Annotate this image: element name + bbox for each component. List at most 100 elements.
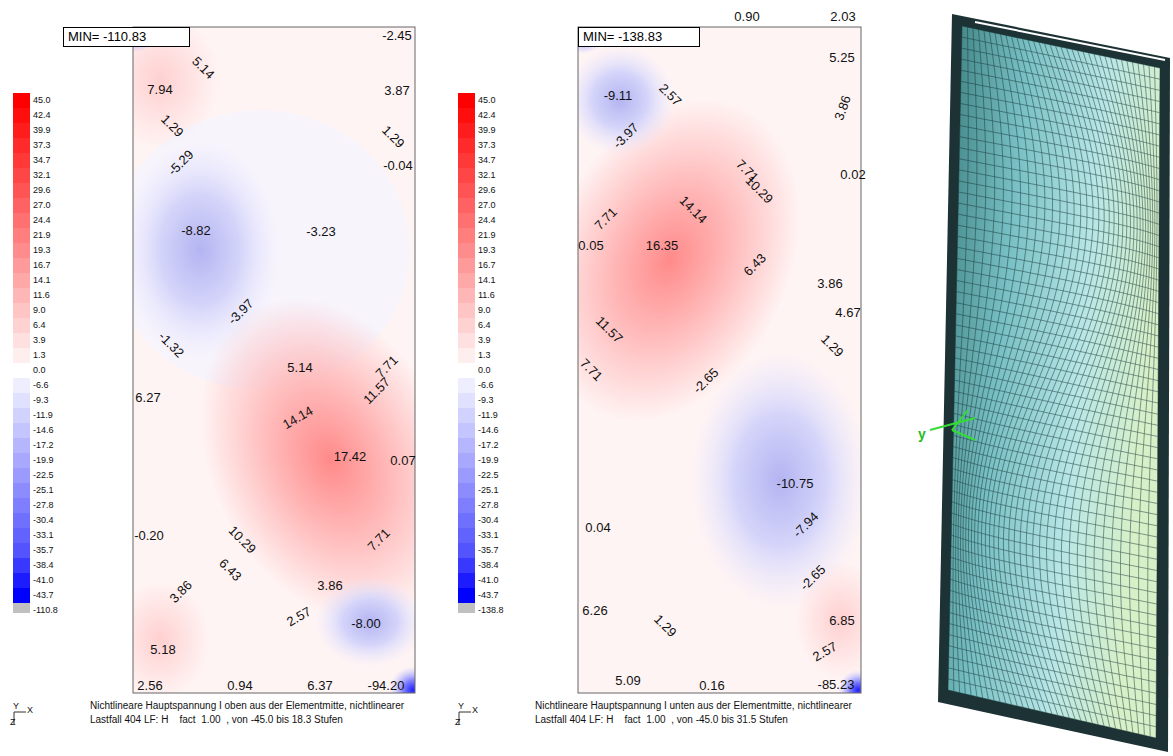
legend-swatch — [458, 558, 475, 573]
legend-value: 45.0 — [478, 95, 496, 105]
legend-value: -110.8 — [33, 605, 58, 615]
legend-value: 32.1 — [33, 170, 51, 180]
legend-swatch — [458, 483, 475, 498]
contour-value: 2.56 — [137, 679, 162, 693]
legend-value: 24.4 — [33, 215, 51, 225]
legend-value: 9.0 — [33, 305, 46, 315]
legend-value: 11.6 — [478, 290, 495, 300]
legend-swatch — [13, 108, 30, 123]
legend-swatch — [458, 303, 475, 318]
legend-value: 45.0 — [33, 95, 51, 105]
legend-swatch — [458, 498, 475, 513]
min-value-box: MIN= -138.83 — [578, 27, 700, 47]
legend-swatch — [13, 588, 30, 603]
legend-value: 34.7 — [478, 155, 496, 165]
legend-value: -17.2 — [478, 440, 499, 450]
legend-value: -11.9 — [33, 410, 53, 420]
contour-value: 17.42 — [334, 450, 367, 464]
legend-swatch — [13, 348, 30, 363]
contour-value: 2.03 — [830, 10, 855, 24]
legend-value: -27.8 — [33, 500, 54, 510]
legend-swatch — [458, 273, 475, 288]
deformed-slab — [930, 14, 1170, 752]
legend-value: -19.9 — [478, 455, 499, 465]
legend-swatch — [458, 123, 475, 138]
contour-value: -3.23 — [306, 225, 336, 239]
contour-value: 0.02 — [840, 168, 865, 182]
legend-value: 37.3 — [33, 140, 51, 150]
legend-value: 16.7 — [33, 260, 51, 270]
legend-swatch — [13, 378, 30, 393]
legend-value: -22.5 — [478, 470, 499, 480]
legend-swatch — [13, 183, 30, 198]
contour-value: -8.00 — [351, 617, 381, 631]
legend-value: -33.1 — [478, 530, 499, 540]
legend-value: 14.1 — [33, 275, 51, 285]
legend-swatch — [13, 153, 30, 168]
axis-label: X — [472, 704, 478, 716]
legend-value: 0.0 — [478, 365, 491, 375]
legend-swatch — [13, 333, 30, 348]
legend-swatch — [13, 423, 30, 438]
contour-value: -85.23 — [818, 678, 855, 692]
legend-swatch — [458, 543, 475, 558]
contour-value: -94.20 — [368, 679, 405, 693]
legend-value: 21.9 — [478, 230, 496, 240]
legend-swatch — [13, 393, 30, 408]
legend-swatch — [458, 348, 475, 363]
legend-value: -35.7 — [478, 545, 499, 555]
legend-value: 42.4 — [33, 110, 51, 120]
contour-value: 0.07 — [390, 454, 415, 468]
legend-value: 3.9 — [33, 335, 46, 345]
axis-label: y — [918, 428, 926, 440]
legend-value: -19.9 — [33, 455, 54, 465]
legend-swatch — [458, 393, 475, 408]
axis-label: Y — [458, 700, 464, 712]
contour-value: -0.04 — [383, 159, 413, 173]
legend-swatch — [13, 438, 30, 453]
contour-value: 3.86 — [317, 579, 342, 593]
legend-value: -43.7 — [478, 590, 499, 600]
legend-value: -6.6 — [33, 380, 49, 390]
legend-swatch — [13, 558, 30, 573]
legend-swatch — [458, 183, 475, 198]
legend-swatch — [13, 198, 30, 213]
contour-value: 6.37 — [307, 679, 332, 693]
legend-value: 32.1 — [478, 170, 496, 180]
legend-swatch — [13, 543, 30, 558]
legend-swatch — [13, 513, 30, 528]
legend-swatch — [458, 288, 475, 303]
legend-value: -27.8 — [478, 500, 499, 510]
legend-swatch — [458, 573, 475, 588]
legend-swatch — [13, 528, 30, 543]
contour-value: 3.87 — [384, 84, 409, 98]
axis-label: Z — [455, 716, 461, 728]
legend-value: 21.9 — [33, 230, 51, 240]
legend-swatch — [458, 408, 475, 423]
legend-value: -33.1 — [33, 530, 54, 540]
legend-value: 29.6 — [33, 185, 51, 195]
min-value: MIN= -138.83 — [583, 29, 662, 44]
contour-value: -9.11 — [604, 89, 633, 103]
legend-swatch — [458, 378, 475, 393]
legend-value: -25.1 — [478, 485, 499, 495]
contour-value: 16.35 — [646, 239, 679, 253]
legend-value: 39.9 — [478, 125, 496, 135]
legend-swatch — [13, 213, 30, 228]
contour-value: 5.25 — [829, 51, 854, 65]
contour-value: 6.27 — [135, 391, 160, 405]
legend-value: 11.6 — [33, 290, 50, 300]
legend-swatch — [458, 423, 475, 438]
legend-value: -30.4 — [33, 515, 54, 525]
legend-value: 14.1 — [478, 275, 496, 285]
legend-swatch — [13, 243, 30, 258]
legend-value: -22.5 — [33, 470, 54, 480]
legend-swatch — [458, 93, 475, 108]
legend-value: 6.4 — [33, 320, 46, 330]
contour-value: 6.26 — [582, 604, 607, 618]
legend-swatch — [13, 573, 30, 588]
min-value: MIN= -110.83 — [68, 29, 146, 44]
axis-label: X — [27, 704, 33, 716]
legend-swatch — [458, 333, 475, 348]
